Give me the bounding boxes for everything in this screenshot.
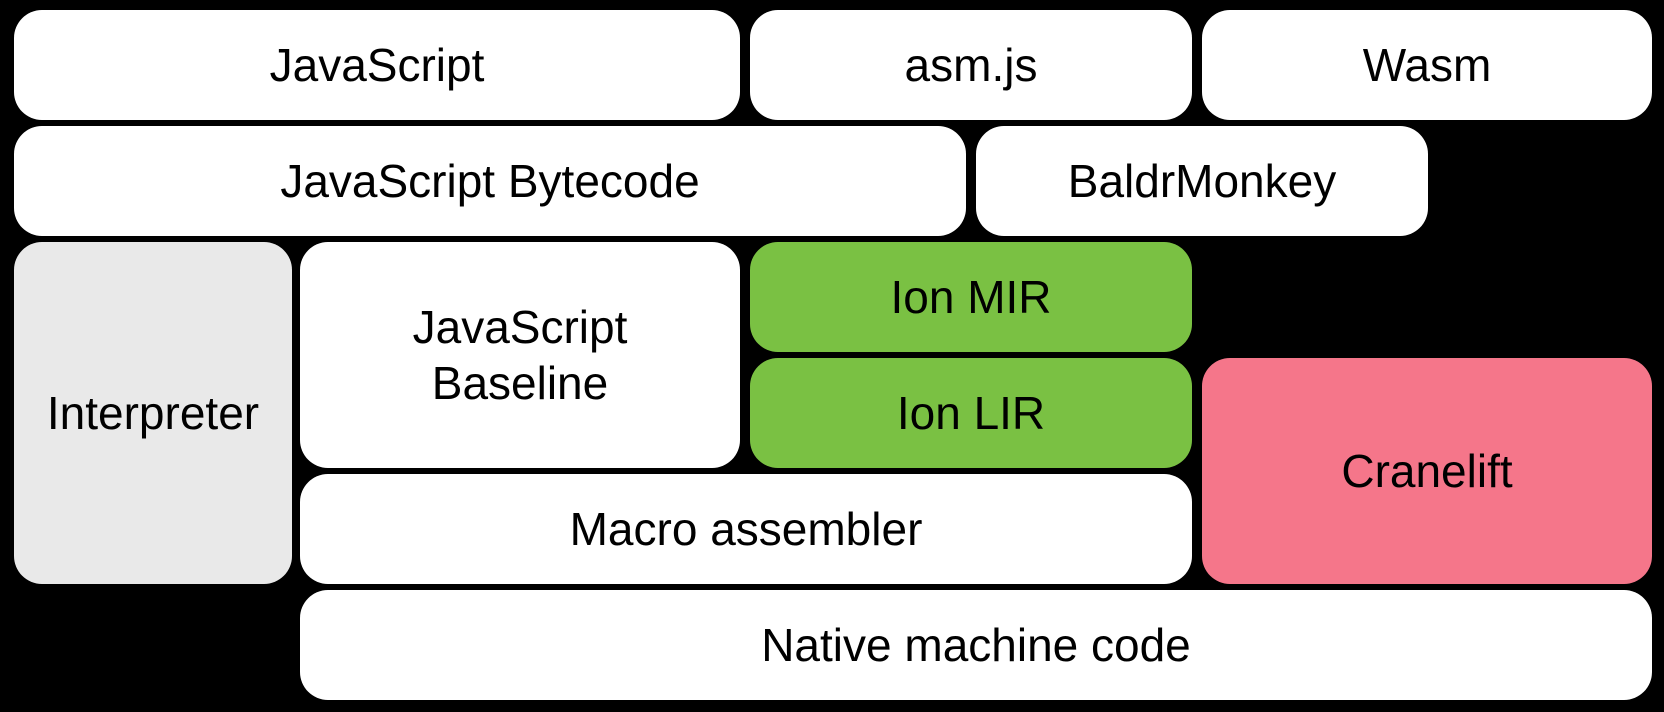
node-label-asmjs: asm.js: [904, 38, 1038, 91]
node-label-cranelift: Cranelift: [1341, 444, 1513, 497]
node-label-baldrmonkey: BaldrMonkey: [1067, 154, 1337, 207]
node-label-ion-mir: Ion MIR: [890, 270, 1052, 323]
node-label-javascript-baseline: JavaScript Baseline: [412, 300, 628, 409]
node-asmjs: asm.js: [750, 10, 1192, 120]
node-cranelift: Cranelift: [1202, 358, 1652, 584]
node-ion-mir: Ion MIR: [750, 242, 1192, 352]
node-javascript-baseline: JavaScript Baseline: [300, 242, 740, 468]
node-label-native-machine-code: Native machine code: [761, 618, 1191, 671]
node-label-macro-assembler: Macro assembler: [569, 502, 923, 555]
node-label-wasm: Wasm: [1362, 38, 1492, 91]
node-label-javascript-bytecode: JavaScript Bytecode: [280, 154, 700, 207]
node-ion-lir: Ion LIR: [750, 358, 1192, 468]
node-baldrmonkey: BaldrMonkey: [976, 126, 1428, 236]
node-interpreter: Interpreter: [14, 242, 292, 584]
node-wasm: Wasm: [1202, 10, 1652, 120]
node-javascript-bytecode: JavaScript Bytecode: [14, 126, 966, 236]
node-native-machine-code: Native machine code: [300, 590, 1652, 700]
node-label-interpreter: Interpreter: [46, 386, 260, 439]
node-label-javascript: JavaScript: [269, 38, 485, 91]
node-javascript: JavaScript: [14, 10, 740, 120]
node-macro-assembler: Macro assembler: [300, 474, 1192, 584]
node-label-ion-lir: Ion LIR: [896, 386, 1046, 439]
